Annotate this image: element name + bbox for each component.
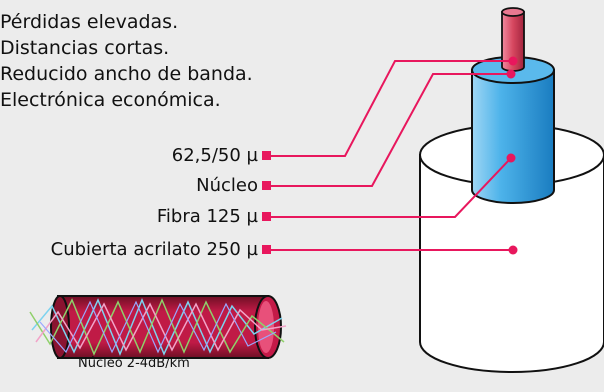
label-core-diameter: 62,5/50 µ [171, 145, 258, 166]
markers [262, 56, 518, 255]
marker-core [262, 181, 271, 190]
label-core: Núcleo [196, 175, 258, 196]
description-line-3: Reducido ancho de banda. [0, 63, 253, 85]
description-line-2: Distancias cortas. [0, 37, 170, 59]
leader-fiber [268, 157, 512, 218]
label-coating: Cubierta acrilato 250 µ [50, 239, 258, 260]
tube-caption: Núcleo 2-4dB/km [78, 356, 190, 371]
dot-fiber [506, 153, 516, 163]
description-line-4: Electrónica económica. [0, 89, 221, 111]
description-line-1: Pérdidas elevadas. [0, 11, 179, 33]
leader-core [268, 73, 510, 187]
dot-core [506, 69, 516, 79]
dot-coating [508, 245, 518, 255]
fiber-tube-illustration [29, 295, 287, 359]
leader-lines [268, 60, 514, 251]
marker-fiber [262, 212, 271, 221]
label-fiber: Fibra 125 µ [156, 206, 258, 227]
dot-core-diameter [508, 56, 518, 66]
marker-core-diameter [262, 151, 271, 160]
marker-coating [262, 245, 271, 254]
leader-core-diameter [268, 60, 514, 157]
fiber-cylinder [471, 56, 555, 204]
